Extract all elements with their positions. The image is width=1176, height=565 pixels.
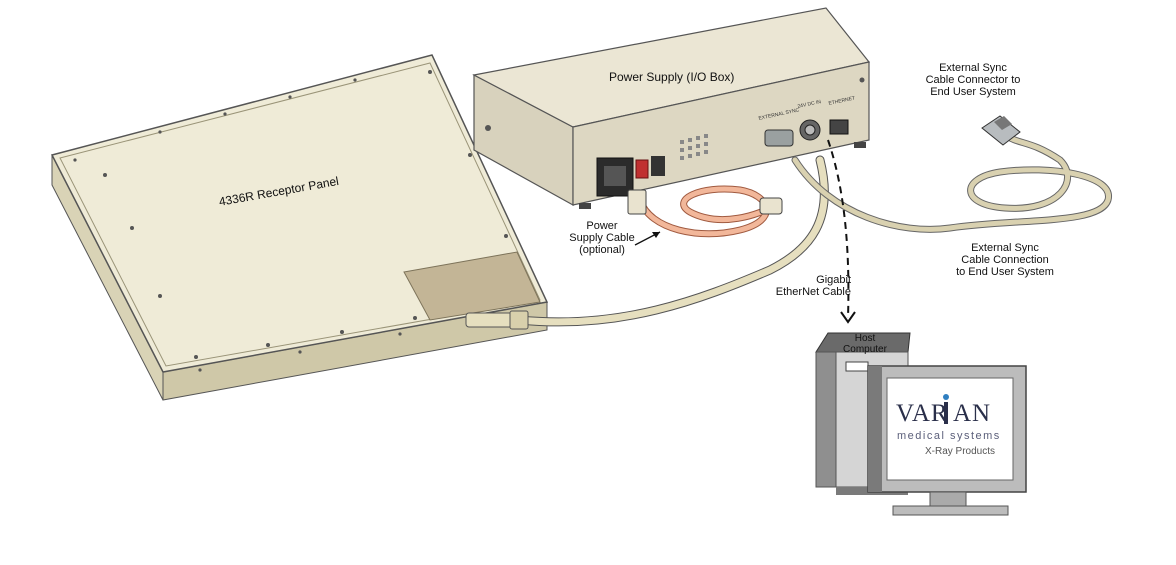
sync-cable bbox=[791, 131, 1112, 233]
brand-product: X-Ray Products bbox=[925, 446, 996, 457]
host-computer-label: Host Computer bbox=[843, 333, 887, 355]
receptor-panel bbox=[50, 54, 549, 401]
brand-name-left: VAR bbox=[896, 400, 949, 427]
ethernet-dashed-arrow bbox=[827, 139, 850, 319]
sync-connection-label: External Sync Cable Connection to End Us… bbox=[956, 242, 1054, 278]
varian-logo-mark bbox=[943, 394, 949, 424]
sync-connector-label: External Sync Cable Connector to End Use… bbox=[925, 62, 1021, 98]
host-computer-monitor bbox=[867, 365, 1027, 516]
ethernet-label: Gigabit EtherNet Cable bbox=[775, 274, 851, 298]
brand-name-right: AN bbox=[953, 400, 992, 427]
power-supply-box bbox=[472, 7, 871, 209]
power-cable-label: Power Supply Cable (optional) bbox=[569, 220, 635, 256]
brand-subtitle: medical systems bbox=[897, 430, 1001, 442]
power-supply-label: Power Supply (I/O Box) bbox=[609, 70, 735, 84]
